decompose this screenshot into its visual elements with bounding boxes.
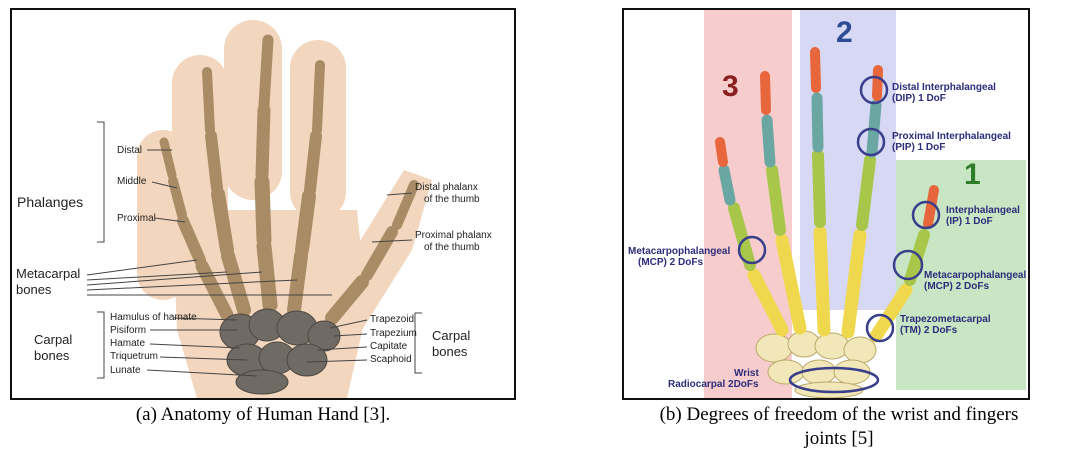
zone-number-3: 3 (722, 70, 739, 104)
label-distal-thumb-line1: Distal phalanx (415, 182, 478, 193)
hand-dof-illustration (624, 10, 1028, 398)
label-wrist-line2: Radiocarpal 2DoFs (668, 379, 759, 390)
label-carpal-right-line1: Carpal (432, 328, 470, 343)
label-tm-line1: Trapezometacarpal (900, 314, 991, 325)
anatomy-panel: Distal Middle Proximal Phalanges Metacar… (10, 8, 516, 400)
label-carpal-left-line1: Carpal (34, 332, 72, 347)
label-capitate: Capitate (370, 341, 407, 352)
label-pisiform: Pisiform (110, 325, 146, 336)
label-carpal-right-line2: bones (432, 344, 467, 359)
label-dip-line1: Distal Interphalangeal (892, 82, 996, 93)
label-carpal-left-line2: bones (34, 348, 69, 363)
label-proximal-thumb-line2: of the thumb (424, 242, 480, 253)
label-lunate: Lunate (110, 365, 141, 376)
label-phalanges: Phalanges (17, 194, 83, 210)
label-mcp-right-line2: (MCP) 2 DoFs (924, 281, 989, 292)
label-pip-line1: Proximal Interphalangeal (892, 131, 1011, 142)
label-tm-line2: (TM) 2 DoFs (900, 325, 957, 336)
label-hamate: Hamate (110, 338, 145, 349)
label-wrist-line1: Wrist (734, 368, 759, 379)
label-distal-thumb-line2: of the thumb (424, 194, 480, 205)
label-proximal: Proximal (117, 213, 156, 224)
label-ip-line1: Interphalangeal (946, 205, 1020, 216)
label-metacarpal-line1: Metacarpal (16, 266, 80, 281)
label-trapezoid: Trapezoid (370, 314, 414, 325)
label-hamulus: Hamulus of hamate (110, 312, 197, 323)
dof-panel: 3 2 1 Distal Interphalangeal (DIP) 1 DoF… (622, 8, 1030, 400)
label-mcp-right-line1: Metacarpophalangeal (924, 270, 1026, 281)
zone-number-2: 2 (836, 16, 853, 50)
label-proximal-thumb-line1: Proximal phalanx (415, 230, 492, 241)
label-pip-line2: (PIP) 1 DoF (892, 142, 945, 153)
label-metacarpal-line2: bones (16, 282, 51, 297)
caption-b-line1: (b) Degrees of freedom of the wrist and … (600, 404, 1078, 426)
caption-a: (a) Anatomy of Human Hand [3]. (10, 404, 516, 426)
zone-number-1: 1 (964, 158, 981, 192)
label-ip-line2: (IP) 1 DoF (946, 216, 993, 227)
label-distal: Distal (117, 145, 142, 156)
label-middle: Middle (117, 176, 146, 187)
label-scaphoid: Scaphoid (370, 354, 412, 365)
label-mcp-left-line2: (MCP) 2 DoFs (638, 257, 703, 268)
label-trapezium: Trapezium (370, 328, 417, 339)
label-triquetrum: Triquetrum (110, 351, 158, 362)
label-dip-line2: (DIP) 1 DoF (892, 93, 946, 104)
caption-b-line2: joints [5] (600, 428, 1078, 450)
label-mcp-left-line1: Metacarpophalangeal (628, 246, 730, 257)
